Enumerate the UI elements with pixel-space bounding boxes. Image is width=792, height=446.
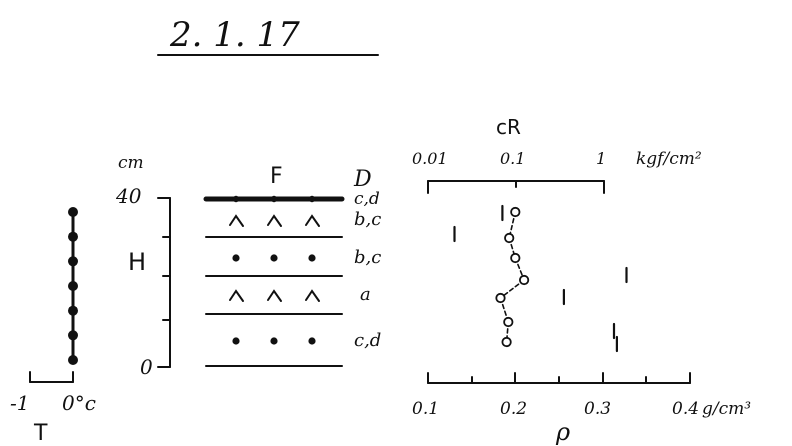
depth-tick-40: 40 [115, 184, 142, 208]
layer-d-label-5: c,d [354, 330, 381, 351]
grain-dot-icon [270, 195, 278, 203]
temperature-panel: -1 0°c T [10, 207, 96, 446]
temperature-point [68, 305, 78, 316]
layer-d-label-3: b,c [354, 247, 381, 268]
grain-caret-icon [229, 214, 244, 227]
hardness-axis: cR kgf/cm² 0.01 0.1 1 [412, 115, 702, 194]
grain-dot-icon [232, 254, 240, 262]
layer-d-label-1: c,d [354, 189, 380, 209]
grain-caret-icon [267, 214, 282, 227]
hardness-title: cR [496, 115, 521, 139]
temperature-tick-0: 0°c [62, 391, 96, 415]
temperature-point [68, 330, 78, 341]
depth-unit: cm [118, 153, 144, 173]
hardness-unit: kgf/cm² [636, 149, 702, 169]
grain-dot-icon [232, 337, 240, 345]
density-point [510, 206, 521, 218]
grain-dot-icon [308, 337, 316, 345]
density-point [501, 336, 512, 348]
density-tick-0.4: 0.4 [672, 399, 699, 419]
density-tick-0.1: 0.1 [412, 399, 439, 419]
depth-symbol: H [128, 248, 146, 276]
hardness-tick-1: 1 [596, 149, 606, 168]
grain-caret-icon [229, 289, 244, 302]
temperature-point [68, 355, 78, 365]
density-unit: g/cm³ [702, 399, 751, 419]
density-point [510, 252, 521, 264]
density-marks [495, 206, 530, 348]
grain-symbols [229, 195, 320, 345]
date-label: 2. 1. 17 [169, 15, 300, 55]
density-axis: 0.1 0.2 0.3 0.4 g/cm³ ρ [412, 372, 751, 446]
hardness-marks [453, 204, 628, 353]
grain-dot-icon [270, 254, 278, 262]
grain-caret-icon [267, 289, 282, 302]
stratigraphy-panel: F D c,d b,c b,c a c,d [203, 164, 381, 367]
layer-d-label-4: a [360, 284, 371, 305]
grain-dot-icon [270, 337, 278, 345]
grain-dot-icon [308, 254, 316, 262]
column-d-header: D [353, 167, 372, 192]
temperature-points [68, 207, 78, 365]
density-symbol: ρ [555, 418, 570, 446]
density-tick-0.2: 0.2 [500, 399, 527, 419]
density-point [504, 232, 515, 244]
temperature-symbol: T [33, 421, 48, 446]
density-point [518, 274, 530, 286]
hardness-tick-0.1: 0.1 [500, 149, 525, 168]
hardness-tick-0.01: 0.01 [412, 149, 448, 168]
density-point [495, 292, 506, 304]
grain-caret-icon [305, 214, 320, 227]
temperature-point [68, 231, 78, 242]
grain-dot-icon [232, 195, 240, 203]
temperature-point [68, 256, 78, 267]
grain-dot-icon [308, 195, 316, 203]
layer-d-label-2: b,c [354, 209, 381, 230]
temperature-point [68, 207, 78, 217]
temperature-point [68, 281, 78, 291]
grain-caret-icon [305, 289, 320, 302]
column-f-header: F [270, 164, 283, 189]
depth-axis: cm 40 0 H [115, 153, 171, 379]
temperature-tick-minus1: -1 [10, 391, 29, 415]
density-point [503, 316, 514, 328]
depth-tick-0: 0 [140, 355, 153, 379]
density-tick-0.3: 0.3 [584, 399, 611, 419]
